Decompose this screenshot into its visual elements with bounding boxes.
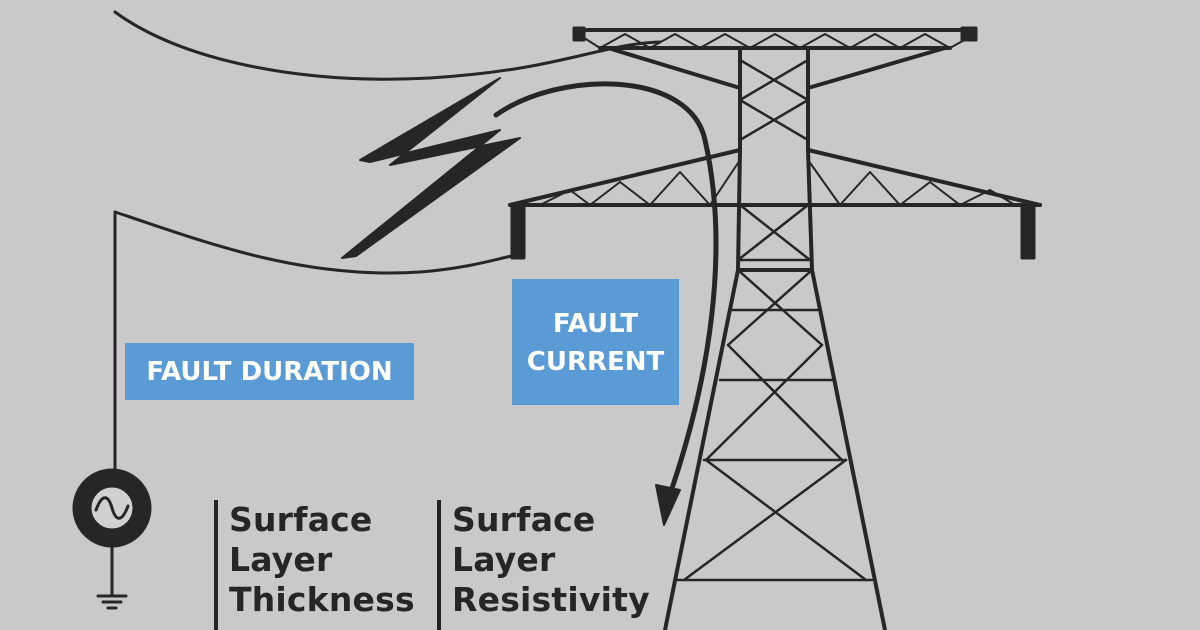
parameter-line: Resistivity [452,580,650,619]
fault-duration-label: FAULT DURATION [125,343,414,400]
surface-layer-resistivity-parameter: Surface Layer Resistivity [437,500,650,630]
ac-source-icon [72,468,152,548]
fault-current-text-line2: CURRENT [526,347,665,377]
parameter-line: Layer [452,540,556,579]
fault-current-text-line1: FAULT [552,309,639,339]
fault-duration-text: FAULT DURATION [146,356,393,387]
upper-conductor-wire [113,10,662,81]
parameter-line: Thickness [229,580,415,619]
fault-current-path-arrow [493,81,719,503]
arrowhead-icon [655,484,681,526]
lower-conductor-wire [113,210,514,275]
transmission-tower-icon [508,28,1042,630]
lightning-bolt-icon [341,77,521,259]
fault-current-label: FAULT CURRENT [512,279,679,405]
parameter-line: Layer [229,540,333,579]
ground-icon [96,544,128,610]
parameter-line: Surface [452,500,596,539]
insulator-icon [510,26,1036,260]
surface-layer-thickness-parameter: Surface Layer Thickness [214,500,415,630]
parameter-line: Surface [229,500,373,539]
